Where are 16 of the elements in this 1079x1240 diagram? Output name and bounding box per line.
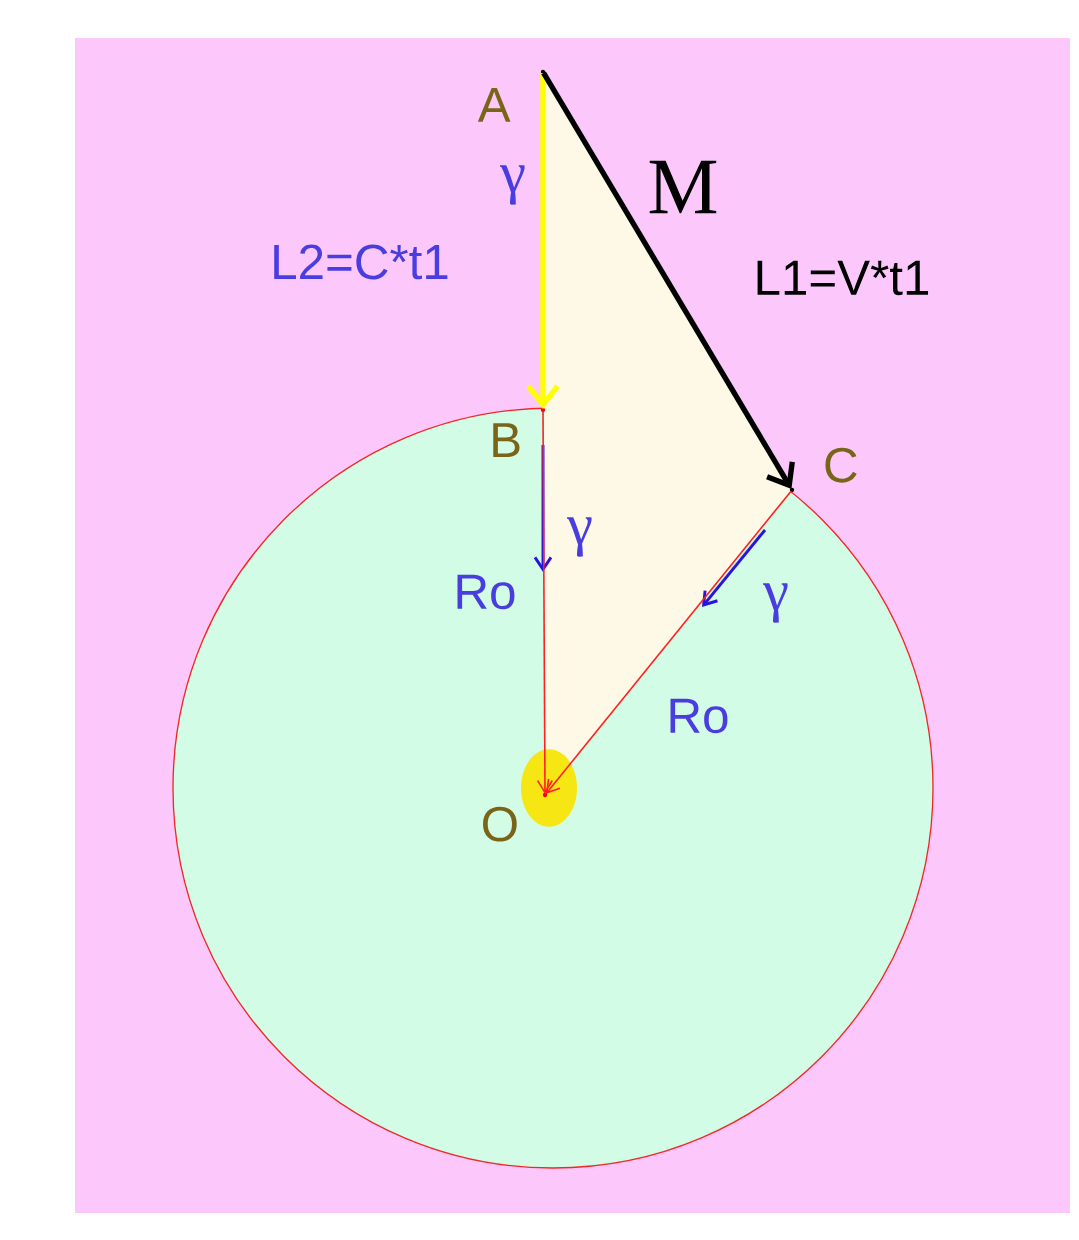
- text-label: L1=V*t1: [757, 260, 929, 296]
- text-label: γ: [499, 165, 525, 205]
- point-label: C: [789, 447, 857, 493]
- text-label: γ: [762, 583, 788, 623]
- arrow: [536, 410, 554, 795]
- edge-label: L2=C*t1: [274, 244, 448, 280]
- text-label: γ: [566, 517, 592, 557]
- point-label: O: [483, 792, 548, 842]
- arrow: [526, 72, 560, 410]
- point-label: A: [477, 69, 546, 122]
- text-label: Ro: [457, 574, 515, 610]
- arrow: [545, 490, 793, 795]
- point-label: B: [493, 407, 546, 458]
- edge-label: M: [649, 160, 717, 214]
- text-label: Ro: [670, 698, 728, 734]
- arrow: [541, 71, 795, 490]
